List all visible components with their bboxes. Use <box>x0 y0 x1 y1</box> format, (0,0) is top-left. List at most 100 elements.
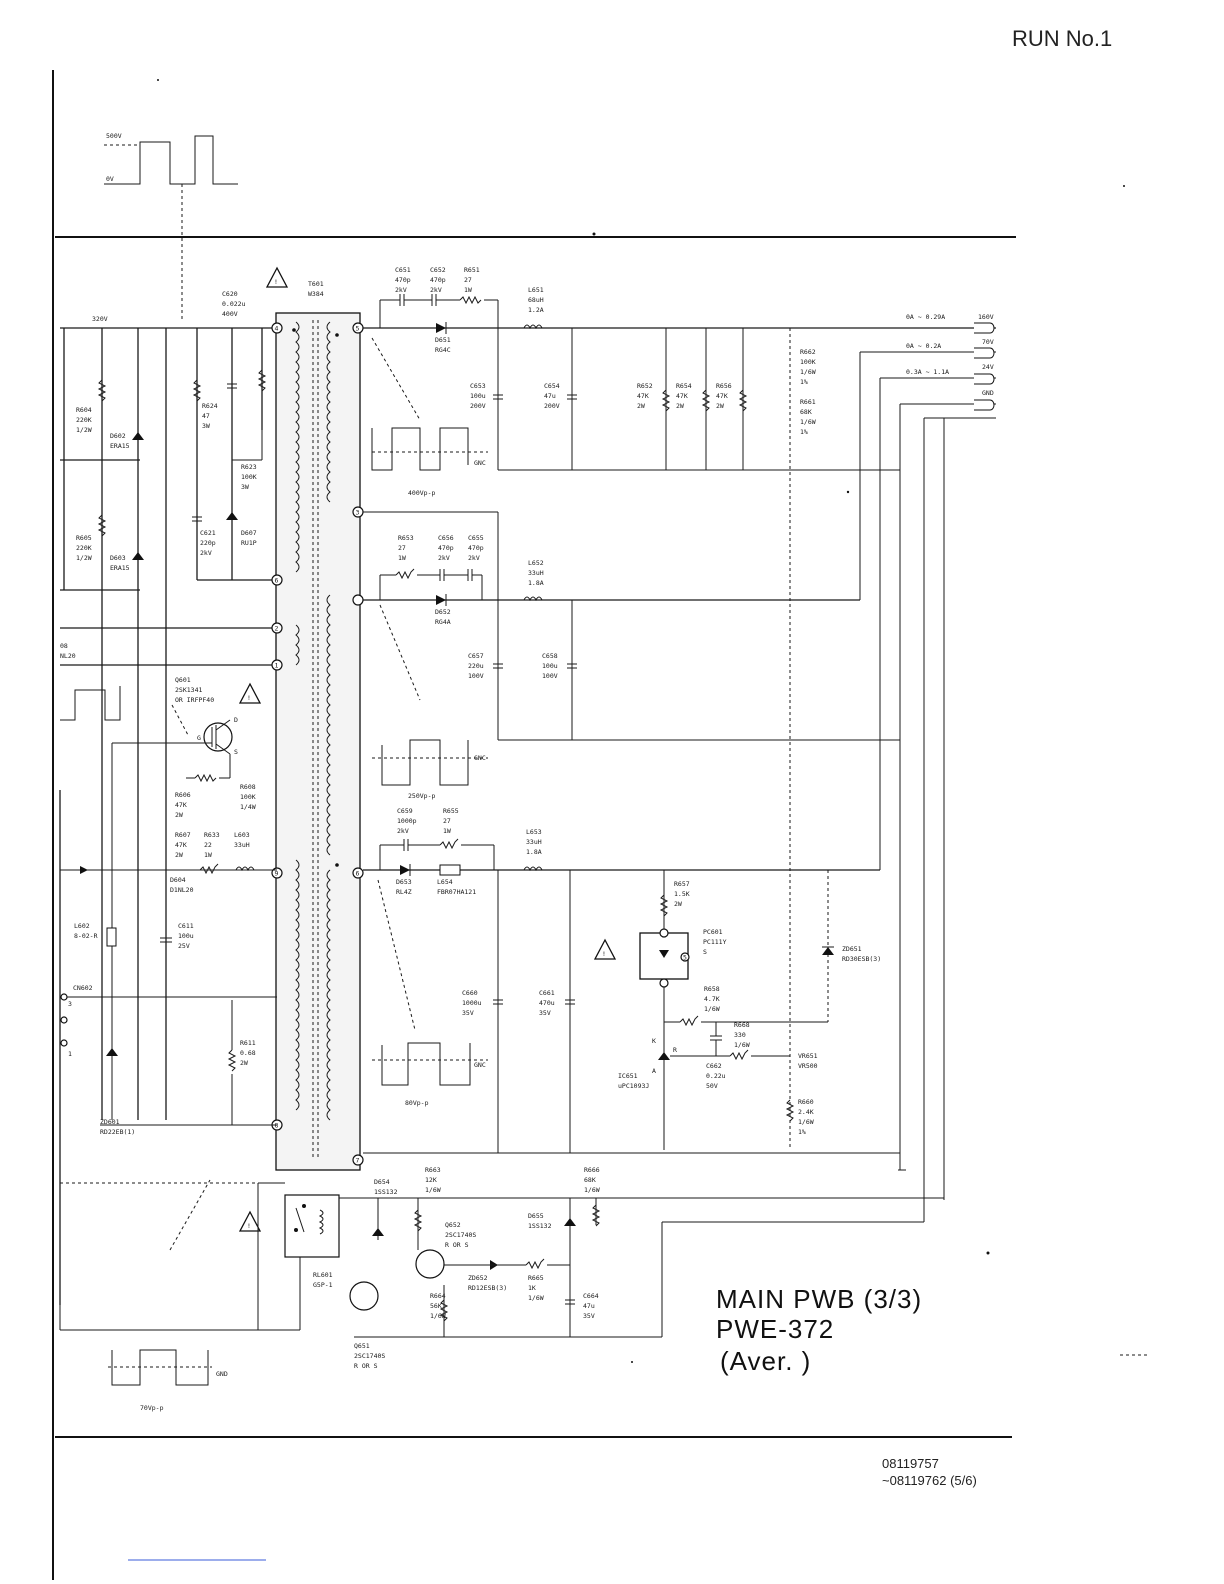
svg-text:!: ! <box>602 950 606 958</box>
svg-text:R653: R653 <box>398 534 414 542</box>
svg-text:uPC1093J: uPC1093J <box>618 1082 649 1090</box>
drawing-number-2: ~08119762 (5/6) <box>882 1473 977 1488</box>
svg-text:C655: C655 <box>468 534 484 542</box>
drawing-number-1: 08119757 <box>882 1456 939 1471</box>
transformer-pins: 4 5 6 1 2 3 9 6 8 7 <box>271 322 364 1166</box>
svg-text:100u: 100u <box>178 932 194 940</box>
svg-text:C657: C657 <box>468 652 484 660</box>
svg-text:4: 4 <box>275 325 279 333</box>
svg-text:250Vp-p: 250Vp-p <box>408 792 435 800</box>
svg-text:ZD652: ZD652 <box>468 1274 488 1282</box>
svg-text:2: 2 <box>275 625 279 633</box>
svg-text:ZD601: ZD601 <box>100 1118 120 1126</box>
svg-text:R666: R666 <box>584 1166 600 1174</box>
svg-text:RG4C: RG4C <box>435 346 451 354</box>
svg-text:D652: D652 <box>435 608 451 616</box>
output-section-70v: R653 27 1W C656 470p 2kV C655 470p 2kV D… <box>363 511 900 800</box>
svg-text:2W: 2W <box>637 402 645 410</box>
svg-text:GNC: GNC <box>474 1061 486 1069</box>
svg-text:L652: L652 <box>528 559 544 567</box>
transformer-t601: T601 W384 <box>275 280 361 1171</box>
svg-text:L651: L651 <box>528 286 544 294</box>
svg-text:70Vp-p: 70Vp-p <box>140 1404 164 1412</box>
svg-text:200V: 200V <box>544 402 560 410</box>
output-terminals: 0A ~ 0.29A 0A ~ 0.2A 0.3A ~ 1.1A 160V 70… <box>859 313 996 1200</box>
svg-text:R OR S: R OR S <box>354 1362 378 1370</box>
svg-text:50V: 50V <box>706 1082 718 1090</box>
svg-text:C662: C662 <box>706 1062 722 1070</box>
svg-text:100V: 100V <box>542 672 558 680</box>
svg-text:5: 5 <box>356 325 360 333</box>
svg-text:2kV: 2kV <box>397 827 409 835</box>
svg-text:2W: 2W <box>716 402 724 410</box>
svg-text:1.5K: 1.5K <box>674 890 690 898</box>
run-number: RUN No.1 <box>1012 26 1112 51</box>
svg-text:68K: 68K <box>584 1176 596 1184</box>
svg-text:5: 5 <box>683 954 687 962</box>
svg-text:35V: 35V <box>539 1009 551 1017</box>
svg-text:220p: 220p <box>200 539 216 547</box>
svg-text:R668: R668 <box>734 1021 750 1029</box>
mosfet-q601 <box>203 722 233 752</box>
svg-text:1.8A: 1.8A <box>526 848 542 856</box>
svg-text:K: K <box>652 1037 656 1045</box>
svg-text:A: A <box>652 1067 656 1075</box>
svg-text:D604: D604 <box>170 876 186 884</box>
svg-text:0.22u: 0.22u <box>706 1072 726 1080</box>
warning-icon: ! <box>265 266 289 288</box>
output-section-160v: C651 470p 2kV C652 470p 2kV R651 27 1W D… <box>363 266 996 1150</box>
svg-text:200V: 200V <box>470 402 486 410</box>
svg-text:R604: R604 <box>76 406 92 414</box>
svg-text:68K: 68K <box>800 408 812 416</box>
svg-text:6: 6 <box>356 870 360 878</box>
svg-text:2SK1341: 2SK1341 <box>175 686 202 694</box>
svg-text:OR IRFPF40: OR IRFPF40 <box>175 696 214 704</box>
svg-text:47K: 47K <box>175 841 187 849</box>
svg-text:R623: R623 <box>241 463 257 471</box>
svg-text:470p: 470p <box>468 544 484 552</box>
svg-text:R651: R651 <box>464 266 480 274</box>
svg-text:W384: W384 <box>308 290 324 298</box>
svg-text:C621: C621 <box>200 529 216 537</box>
svg-text:GND: GND <box>216 1370 228 1378</box>
svg-text:RL601: RL601 <box>313 1271 333 1279</box>
svg-text:0.022u: 0.022u <box>222 300 246 308</box>
svg-text:08: 08 <box>60 642 68 650</box>
svg-text:L654: L654 <box>437 878 453 886</box>
svg-text:1W: 1W <box>443 827 451 835</box>
svg-text:R624: R624 <box>202 402 218 410</box>
svg-text:0.68: 0.68 <box>240 1049 256 1057</box>
svg-text:1W: 1W <box>204 851 212 859</box>
svg-text:RD30ESB(3): RD30ESB(3) <box>842 955 881 963</box>
svg-text:2kV: 2kV <box>468 554 480 562</box>
svg-text:47K: 47K <box>676 392 688 400</box>
svg-text:1/4W: 1/4W <box>240 803 256 811</box>
svg-text:27: 27 <box>443 817 451 825</box>
svg-text:1/6W: 1/6W <box>425 1186 441 1194</box>
svg-text:R607: R607 <box>175 831 191 839</box>
svg-text:0.3A ~ 1.1A: 0.3A ~ 1.1A <box>906 368 949 376</box>
svg-text:500V: 500V <box>106 132 122 140</box>
svg-text:D654: D654 <box>374 1178 390 1186</box>
svg-text:24V: 24V <box>982 363 994 371</box>
svg-text:GNC: GNC <box>474 459 486 467</box>
svg-text:CN602: CN602 <box>73 984 93 992</box>
svg-text:47K: 47K <box>637 392 649 400</box>
svg-text:2W: 2W <box>240 1059 248 1067</box>
svg-text:7: 7 <box>356 1157 360 1165</box>
svg-text:D655: D655 <box>528 1212 544 1220</box>
svg-text:1/6W: 1/6W <box>800 368 816 376</box>
protection-section: RL601 G5P-1 D654 1SS132 R663 12K 1/6W Q6… <box>59 1166 945 1412</box>
svg-text:22: 22 <box>204 841 212 849</box>
svg-text:100K: 100K <box>240 793 256 801</box>
transistor-q652 <box>415 1249 445 1279</box>
svg-text:2SC1740S: 2SC1740S <box>354 1352 385 1360</box>
svg-text:1: 1 <box>275 662 279 670</box>
svg-text:2W: 2W <box>175 851 183 859</box>
svg-text:R611: R611 <box>240 1039 256 1047</box>
svg-text:2SC1740S: 2SC1740S <box>445 1231 476 1239</box>
svg-text:2kV: 2kV <box>200 549 212 557</box>
svg-text:T601: T601 <box>308 280 324 288</box>
svg-text:RL4Z: RL4Z <box>396 888 412 896</box>
svg-text:470p: 470p <box>430 276 446 284</box>
